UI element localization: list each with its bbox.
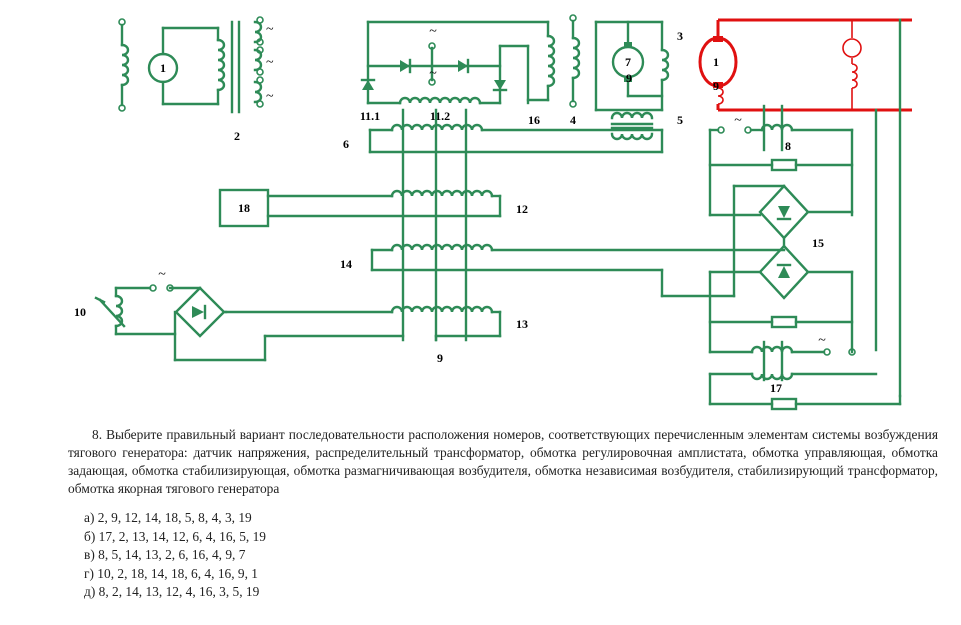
label-2: 2 [234, 129, 240, 143]
label-15: 15 [812, 236, 824, 250]
exciter-block [569, 14, 670, 141]
traction-generator-block [698, 18, 912, 112]
question-number: 8. [92, 427, 103, 442]
question-text: 8. Выберите правильный вариант последова… [68, 426, 938, 498]
label-17: 17 [770, 381, 782, 395]
voltage-sensor-block [94, 284, 228, 362]
label-5: 5 [677, 113, 683, 127]
tilde-sensor: ~ [158, 267, 166, 282]
label-9-exciter: 9 [626, 71, 632, 85]
label-9: 9 [437, 351, 443, 365]
amplistat-block [173, 108, 786, 362]
block-18-rect [218, 188, 270, 228]
label-16: 16 [528, 113, 540, 127]
option-b[interactable]: б) 17, 2, 13, 14, 12, 6, 4, 16, 5, 19 [84, 528, 267, 544]
tilde-t3: ~ [266, 89, 274, 104]
label-11-2: 11.2 [430, 109, 450, 123]
option-a[interactable]: а) 2, 9, 12, 14, 18, 5, 8, 4, 3, 19 [84, 510, 252, 525]
label-11-1: 11.1 [360, 109, 380, 123]
rectifier-bridge-block [360, 20, 556, 105]
label-12: 12 [516, 202, 528, 216]
option-g[interactable]: г) 10, 2, 18, 14, 18, 6, 4, 16, 9, 1 [84, 565, 258, 581]
option-d[interactable]: д) 8, 2, 14, 13, 12, 4, 16, 3, 5, 19 [84, 584, 260, 599]
label-10: 10 [74, 305, 86, 319]
label-13: 13 [516, 317, 528, 331]
label-1-right: 1 [713, 55, 719, 69]
label-9-traction: 9 [713, 79, 719, 93]
distribution-transformer-block [118, 16, 264, 114]
answer-options: а) 2, 9, 12, 14, 18, 5, 8, 4, 3, 19 б) 1… [84, 509, 266, 602]
label-8: 8 [785, 139, 791, 153]
label-7: 7 [625, 55, 631, 69]
tilde-t1: ~ [266, 22, 274, 37]
tilde-stab-bottom: ~ [818, 333, 826, 348]
label-3: 3 [677, 29, 683, 43]
question-body: Выберите правильный вариант последовател… [68, 427, 938, 496]
stabilizing-block [708, 18, 902, 411]
label-4: 4 [570, 113, 576, 127]
label-6: 6 [343, 137, 349, 151]
tilde-t2: ~ [266, 55, 274, 70]
label-18: 18 [238, 201, 250, 215]
tilde-stab-top: ~ [734, 113, 742, 128]
label-14: 14 [340, 257, 352, 271]
label-1-left: 1 [160, 61, 166, 75]
tilde-bridge-top: ~ [429, 24, 437, 39]
option-v[interactable]: в) 8, 5, 14, 13, 2, 6, 16, 4, 9, 7 [84, 547, 246, 562]
tilde-bridge-mid: ~ [429, 66, 437, 81]
excitation-system-diagram: 1 2 ~ ~ ~ ~ ~ 11.1 11.2 16 [74, 14, 912, 411]
